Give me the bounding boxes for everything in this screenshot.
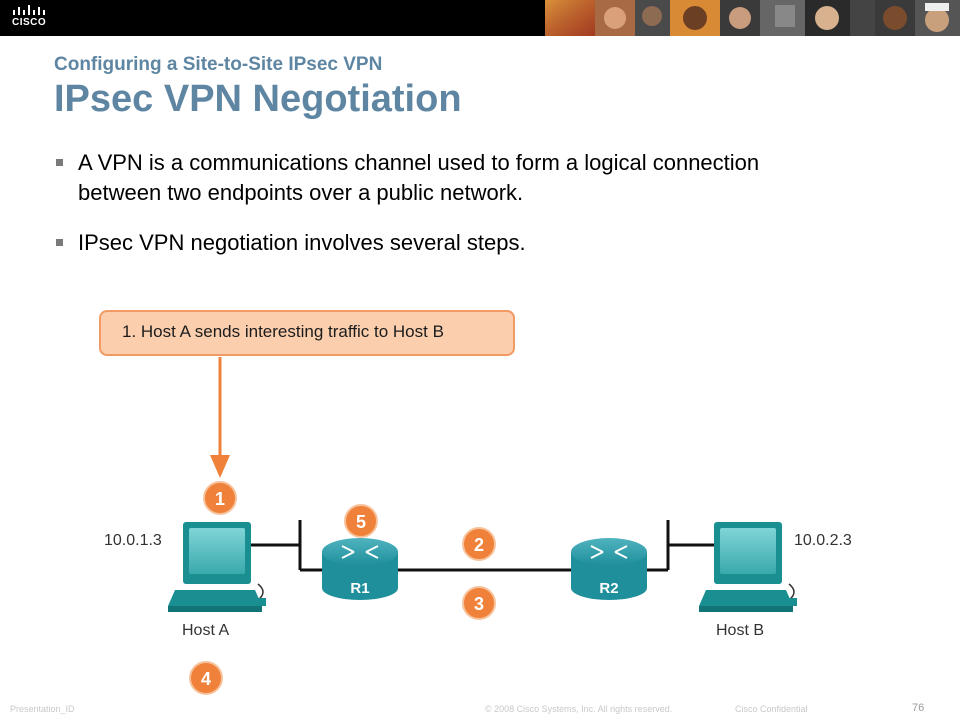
step-2-number: 2 <box>474 535 484 555</box>
slide-subtitle: Configuring a Site-to-Site IPsec VPN <box>54 54 383 75</box>
step-1-badge <box>203 481 237 515</box>
step-5-badge <box>344 504 378 538</box>
footer-presentation-id: Presentation_ID <box>10 704 75 714</box>
host-b-name-label: Host B <box>716 622 765 639</box>
people-photo-strip-icon <box>545 0 960 36</box>
slide-title: IPsec VPN Negotiation <box>54 78 462 120</box>
host-b-ip-label: 10.0.2.3 <box>794 532 852 549</box>
step-4-number: 4 <box>201 669 211 689</box>
step-2-badge <box>462 527 496 561</box>
bullet-square-icon <box>56 159 63 166</box>
footer-copyright: © 2008 Cisco Systems, Inc. All rights re… <box>485 704 673 714</box>
header-bar: CISCO <box>0 0 960 36</box>
step-4-badge <box>189 661 223 695</box>
host-b-computer-icon <box>699 522 797 612</box>
router-r2-icon <box>571 538 647 600</box>
page-number: 76 <box>912 702 925 714</box>
router-r1-icon <box>322 538 398 600</box>
host-a-ip-label: 10.0.1.3 <box>104 532 162 549</box>
step-3-number: 3 <box>474 594 484 614</box>
cisco-logo-icon <box>13 5 45 15</box>
footer-confidential: Cisco Confidential <box>735 704 808 714</box>
arrow-down-icon <box>210 357 230 478</box>
step-1-number: 1 <box>215 489 225 509</box>
step-callout-box <box>99 310 515 356</box>
step-callout-text: 1. Host A sends interesting traffic to H… <box>122 322 444 341</box>
host-a-name-label: Host A <box>182 622 230 639</box>
cisco-logo-text: CISCO <box>12 17 47 28</box>
step-5-number: 5 <box>356 512 366 532</box>
bullet-text: IPsec VPN negotiation involves several s… <box>78 230 526 255</box>
bullet-square-icon <box>56 239 63 246</box>
bullet-text: A VPN is a communications channel used t… <box>78 150 760 205</box>
router-r2-label: R2 <box>599 580 618 597</box>
router-r1-label: R1 <box>350 580 369 597</box>
host-a-computer-icon <box>168 522 266 612</box>
step-3-badge <box>462 586 496 620</box>
